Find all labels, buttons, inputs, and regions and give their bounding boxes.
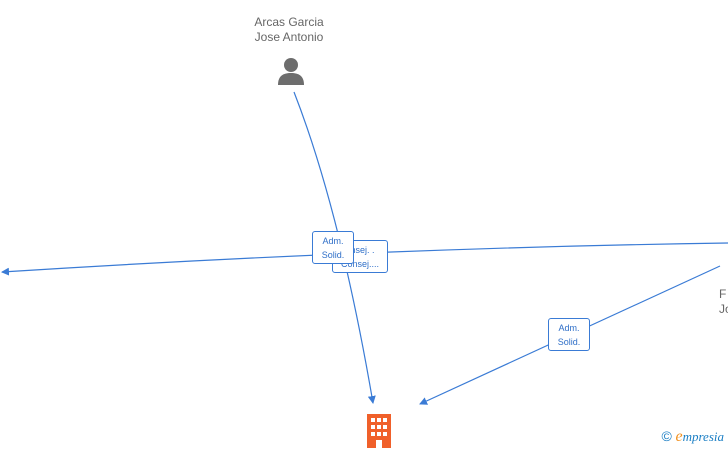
edge-label-adm-2-line2: Solid. [557, 337, 581, 347]
person-right-name-line2: Jo [719, 302, 728, 316]
edge-label-consej-line2: Consej.... [340, 259, 380, 269]
building-icon[interactable] [364, 414, 394, 448]
person-top-label: Arcas Garcia Jose Antonio [239, 15, 339, 45]
copyright-symbol: © [661, 428, 672, 444]
logo-e: e [675, 428, 683, 445]
person-icon[interactable] [277, 56, 305, 86]
person-right-label: F Jo [719, 287, 728, 317]
edge-label-adm-2-line1: Adm. [558, 323, 580, 333]
edge-label-adm-1-line1: Adm. [322, 236, 344, 246]
edge-label-consej-line1: onsej. . [345, 245, 375, 255]
person-right-name-line1: F [719, 287, 727, 301]
person-top-name-line2: Jose Antonio [254, 30, 324, 44]
edge-label-adm-1-line2: Solid. [321, 250, 345, 260]
edge-label-adm-solid-2[interactable]: Adm. Solid. [548, 318, 590, 351]
empresia-logo: © empresia [662, 428, 724, 446]
logo-text: mpresia [682, 429, 724, 444]
edge-person-top-to-company [293, 91, 376, 404]
person-top-name-line1: Arcas Garcia [254, 15, 324, 29]
edge-label-adm-solid-1[interactable]: Adm. Solid. [312, 231, 354, 264]
